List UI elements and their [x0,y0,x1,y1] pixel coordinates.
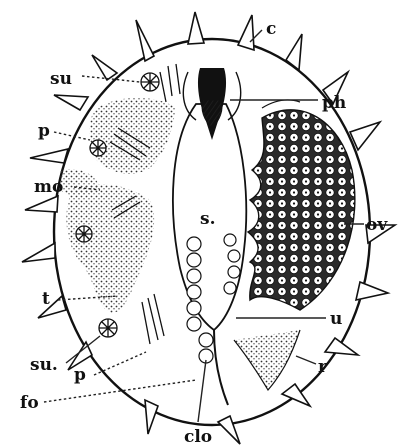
label-p-top: p [38,121,50,141]
label-ov: ov [366,215,388,235]
label-t: t [42,289,50,309]
label-u: u [330,309,342,329]
label-su-top: su [50,69,72,89]
label-mo: mo [34,177,63,197]
label-ph: ph [322,93,346,113]
spine [92,55,117,80]
label-c: c [266,19,276,39]
spine [25,196,58,212]
spine [238,15,254,50]
label-r: r [318,357,328,377]
spine [22,243,55,262]
spine [136,20,154,61]
label-p-bottom: p [74,365,86,385]
label-su-bottom: su. [30,355,58,375]
spine [54,95,88,110]
spine [188,12,204,44]
spine [30,149,68,163]
label-s: s. [200,209,216,229]
spine [145,400,158,434]
label-clo: clo [184,427,212,447]
spine [356,282,388,300]
label-fo: fo [20,393,39,413]
